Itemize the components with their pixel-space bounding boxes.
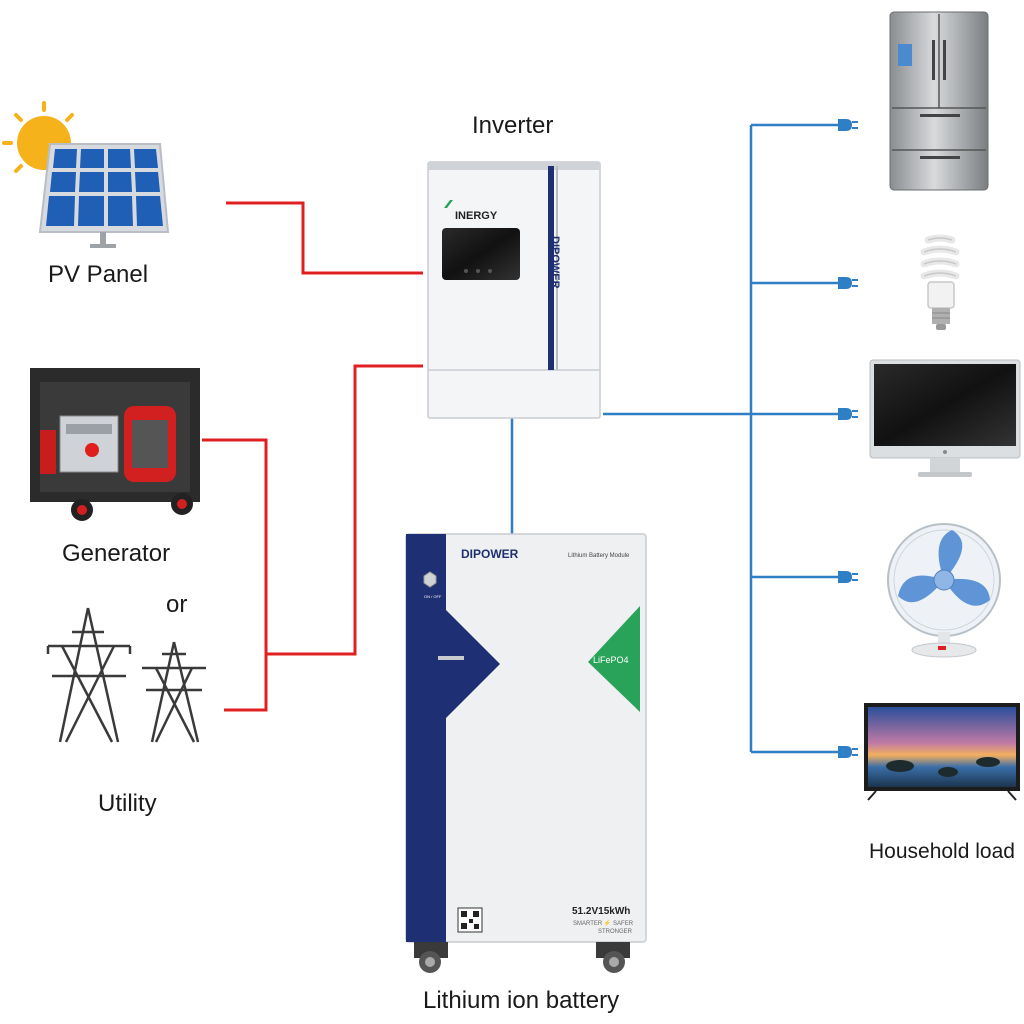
plug-icon bbox=[838, 119, 858, 758]
generator-label: Generator bbox=[62, 540, 171, 567]
battery-tagline-2: STRONGER bbox=[598, 929, 633, 935]
power-tower-icon bbox=[46, 607, 206, 743]
pv-wire bbox=[226, 201, 423, 275]
battery-chemistry: LiFePO4 bbox=[593, 655, 629, 665]
desk-fan-icon bbox=[887, 523, 1001, 658]
battery-switch-label: ON / OFF bbox=[424, 594, 442, 599]
utility-wire bbox=[266, 364, 423, 656]
or-label: or bbox=[166, 591, 188, 618]
inverter-brand: INERGY bbox=[455, 210, 498, 222]
solar-panel-icon bbox=[2, 101, 170, 248]
light-bulb-icon bbox=[920, 234, 960, 330]
inverter-label: Inverter bbox=[472, 112, 554, 139]
utility-label: Utility bbox=[98, 790, 157, 817]
battery-tagline: SMARTER ⚡ SAFER bbox=[573, 919, 634, 927]
load-wires bbox=[510, 123, 840, 754]
inverter-unit bbox=[427, 161, 601, 419]
battery-module-label: Lithium Battery Module bbox=[568, 553, 630, 559]
battery-label: Lithium ion battery bbox=[423, 987, 620, 1014]
household-load-label: Household load bbox=[869, 840, 1015, 863]
battery-brand: DIPOWER bbox=[461, 547, 519, 561]
computer-monitor-icon bbox=[869, 359, 1021, 477]
generator-wire bbox=[202, 438, 268, 712]
battery-unit bbox=[405, 533, 647, 973]
television-icon bbox=[864, 703, 1020, 801]
battery-capacity: 51.2V15kWh bbox=[572, 906, 630, 917]
generator-icon bbox=[30, 368, 200, 521]
inverter-side-brand: DIPOWER bbox=[549, 236, 561, 289]
refrigerator-icon bbox=[889, 11, 989, 191]
pv-panel-label: PV Panel bbox=[48, 261, 149, 288]
